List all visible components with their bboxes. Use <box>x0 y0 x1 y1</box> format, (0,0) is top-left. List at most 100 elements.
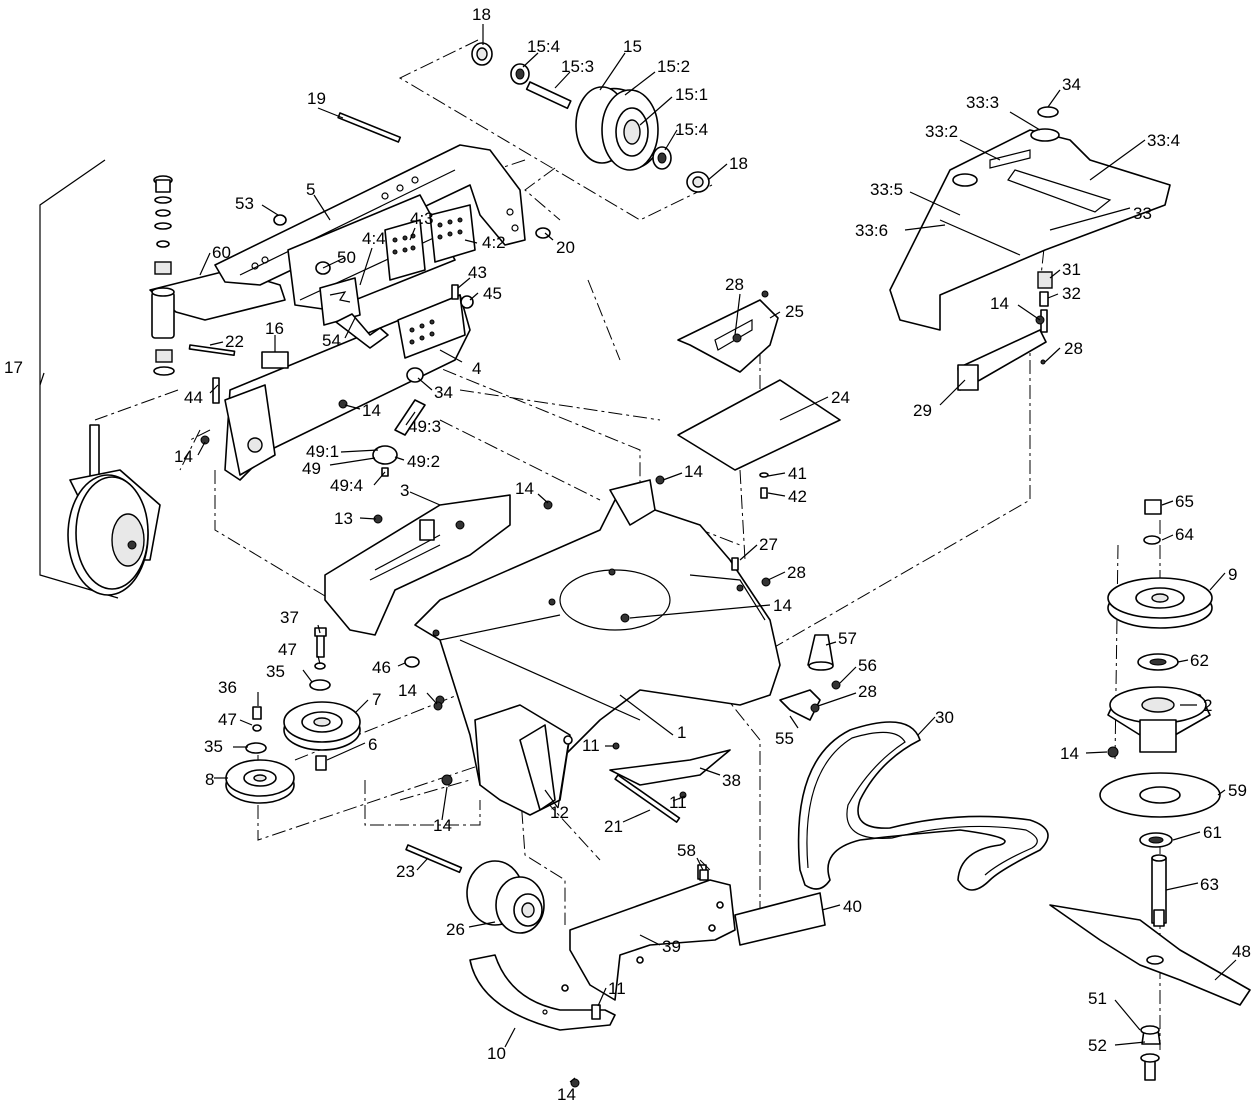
callout-33-3: 33:3 <box>966 93 999 112</box>
callout-63: 63 <box>1200 875 1219 894</box>
callout-12: 12 <box>550 803 569 822</box>
callout-4-3: 4:3 <box>410 209 434 228</box>
callout-45: 45 <box>483 284 502 303</box>
callout-47-lower: 47 <box>218 710 237 729</box>
callout-15-4-top: 15:4 <box>527 37 560 56</box>
callout-28-bumper: 28 <box>858 682 877 701</box>
baffle-39 <box>569 864 736 1001</box>
caster-assembly-bracket <box>39 159 119 599</box>
callout-28-deck: 28 <box>787 563 806 582</box>
leader-lines <box>39 24 1237 1083</box>
roller-wheel-15 <box>471 42 710 193</box>
callout-49: 49 <box>302 459 321 478</box>
callout-48: 48 <box>1232 942 1251 961</box>
callout-23: 23 <box>396 862 415 881</box>
callout-15-2: 15:2 <box>657 57 690 76</box>
callout-labels: 18 15:4 15 15:3 15:2 15:1 15:4 18 19 34 … <box>4 5 1251 1104</box>
callout-46: 46 <box>372 658 391 677</box>
callout-10: 10 <box>487 1044 506 1063</box>
idler-pulley-8 <box>225 706 295 804</box>
callout-5: 5 <box>306 180 315 199</box>
callout-60: 60 <box>212 243 231 262</box>
blade-48 <box>1049 904 1251 1081</box>
callout-11-baffle: 11 <box>608 979 626 998</box>
callout-14-cover: 14 <box>990 294 1009 313</box>
callout-22: 22 <box>225 332 244 351</box>
callout-15: 15 <box>623 37 642 56</box>
brace-12 <box>519 724 573 811</box>
callout-14-pulley: 14 <box>398 681 417 700</box>
callout-59: 59 <box>1228 781 1247 800</box>
callout-4-4: 4:4 <box>362 229 386 248</box>
callout-36: 36 <box>218 678 237 697</box>
belt-cover-33 <box>889 106 1171 331</box>
baffle-3 <box>324 494 511 636</box>
callout-57: 57 <box>838 629 857 648</box>
callout-34-mid: 34 <box>434 383 453 402</box>
callout-32: 32 <box>1062 284 1081 303</box>
callout-53: 53 <box>235 194 254 213</box>
idler-pulley-7 <box>283 627 361 771</box>
callout-17: 17 <box>4 358 23 377</box>
callout-15-1: 15:1 <box>675 85 708 104</box>
callout-13: 13 <box>334 509 353 528</box>
callout-7: 7 <box>372 690 381 709</box>
callout-3: 3 <box>400 481 409 500</box>
belt-30 <box>797 721 1049 891</box>
callout-30: 30 <box>935 708 954 727</box>
callout-20: 20 <box>556 238 575 257</box>
decal-40 <box>734 892 826 946</box>
callout-65: 65 <box>1175 492 1194 511</box>
callout-34-top: 34 <box>1062 75 1081 94</box>
callout-56: 56 <box>858 656 877 675</box>
callout-40: 40 <box>843 897 862 916</box>
callout-14-deck: 14 <box>773 596 792 615</box>
caster-wheel <box>67 424 161 596</box>
plate-holes <box>392 217 463 345</box>
spring-bolt <box>1037 271 1053 333</box>
callout-49-4: 49:4 <box>330 476 363 495</box>
callout-15-4-lower: 15:4 <box>675 120 708 139</box>
callout-14-lever: 14 <box>362 401 381 420</box>
callout-64: 64 <box>1175 525 1194 544</box>
callout-25: 25 <box>785 302 804 321</box>
callout-49-3: 49:3 <box>408 417 441 436</box>
callout-9: 9 <box>1228 565 1237 584</box>
callout-19: 19 <box>307 89 326 108</box>
callout-6: 6 <box>368 735 377 754</box>
callout-4-2: 4:2 <box>482 233 506 252</box>
bumper-57 <box>779 634 841 721</box>
callout-62: 62 <box>1190 651 1209 670</box>
callout-14-left: 14 <box>174 447 193 466</box>
callout-24: 24 <box>831 388 850 407</box>
callout-33-5: 33:5 <box>870 180 903 199</box>
lever-49 <box>372 399 426 477</box>
callout-51: 51 <box>1088 989 1107 1008</box>
bracket-38 <box>609 749 731 786</box>
callout-2: 2 <box>1203 696 1212 715</box>
callout-11-deck: 11 <box>582 736 600 755</box>
callout-33: 33 <box>1133 204 1152 223</box>
callout-14-bracket: 14 <box>684 462 703 481</box>
roller-26 <box>466 860 545 934</box>
callout-55: 55 <box>775 729 794 748</box>
rod-23 <box>405 844 463 874</box>
callout-50: 50 <box>337 248 356 267</box>
callout-14-bottom: 14 <box>557 1085 576 1104</box>
callout-49-1: 49:1 <box>306 442 339 461</box>
callout-28-top: 28 <box>725 275 744 294</box>
callout-58: 58 <box>677 841 696 860</box>
callout-41: 41 <box>788 464 807 483</box>
bolt-41-42 <box>759 472 769 499</box>
callout-33-2: 33:2 <box>925 122 958 141</box>
baffle-10 <box>469 954 616 1088</box>
callout-61: 61 <box>1203 823 1222 842</box>
callout-26: 26 <box>446 920 465 939</box>
callout-49-2: 49:2 <box>407 452 440 471</box>
nut-14g <box>433 701 443 711</box>
spindle-assembly <box>1099 499 1221 927</box>
callout-43: 43 <box>468 263 487 282</box>
callout-27: 27 <box>759 535 778 554</box>
callout-21: 21 <box>604 817 623 836</box>
